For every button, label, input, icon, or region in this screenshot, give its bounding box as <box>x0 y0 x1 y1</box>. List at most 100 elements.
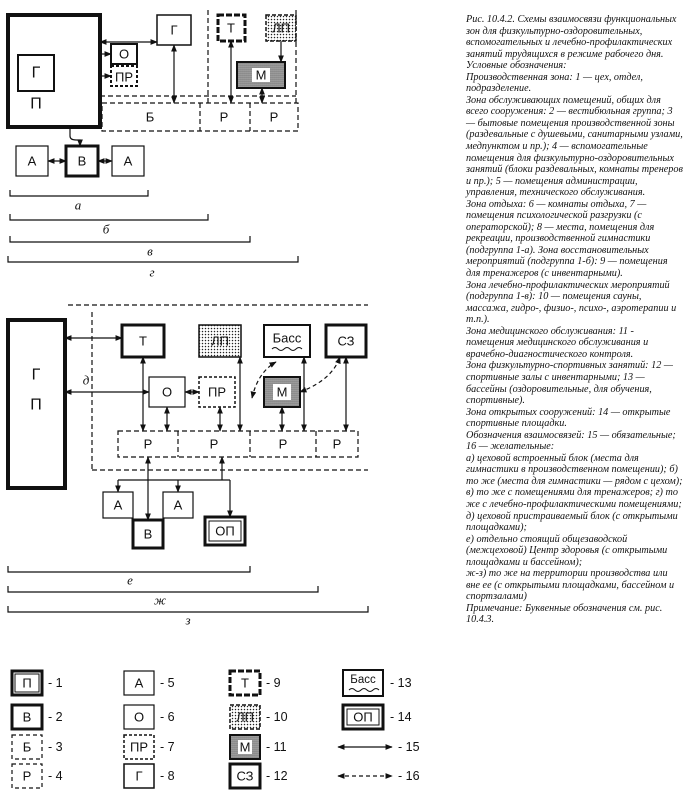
legend-label-10: ЛП <box>236 710 254 725</box>
rest-label-lower: О <box>162 385 172 400</box>
caption-para-sport: Зона физкультурно-спортивных занятий: 12… <box>466 360 673 407</box>
brace-label-b: б <box>103 222 110 237</box>
aux-label-upper-2: Р <box>270 110 279 125</box>
zone-diagram: Г П О ПР Г Т ЛП М Б Р Р <box>6 10 420 790</box>
relief-label-upper: ПР <box>115 70 133 85</box>
caption-note: Примечание: Буквенные обозначения см. ри… <box>466 602 663 626</box>
caption-para-medical: Зона медицинского обслуживания: 11 - пом… <box>466 325 649 360</box>
caption-para-variants-a: а) цеховой встроенный блок (места для ги… <box>466 452 683 534</box>
legend-swatch-12 <box>228 762 262 790</box>
caption-para-treatment: Зона лечебно-профилактических мероприяти… <box>466 279 677 326</box>
admin-label-lower-2: А <box>174 498 183 513</box>
legend-num-13: - 13 <box>390 676 412 690</box>
legend-swatch-9 <box>228 669 262 697</box>
figure-caption: Рис. 10.4.2. Схемы взаимосвязи функциона… <box>466 14 684 626</box>
gym-box-upper <box>17 54 55 92</box>
medical-label-upper: М <box>256 68 267 83</box>
caption-para-production: Производственная зона: 1 — цех, отдел, п… <box>466 71 643 95</box>
legend-label-6: О <box>134 710 144 725</box>
rest-label-upper: О <box>119 47 129 62</box>
gym-label-top: Г <box>170 23 177 38</box>
lower-scheme: Г П д Т ЛП Басс СЗ О ПР М <box>6 304 369 628</box>
upper-scheme: Г П О ПР Г Т ЛП М Б Р Р <box>6 10 299 280</box>
domestic-label-upper: Б <box>146 110 155 125</box>
legend-num-3: - 3 <box>48 740 63 754</box>
gym-label-upper: Г <box>32 65 41 82</box>
legend-label-1: П <box>22 676 31 691</box>
lp-box-lower <box>198 324 242 358</box>
admin-label-lower-1: А <box>114 498 123 513</box>
production-block-lower <box>6 318 67 490</box>
legend: П - 1 В - 2 Б - 3 Р - 4 А - 5 О - 6 ПР -… <box>10 669 420 790</box>
legend-swatch-14 <box>341 703 385 731</box>
legend-num-16: - 16 <box>398 769 420 783</box>
legend-label-9: Т <box>241 676 249 691</box>
legend-num-6: - 6 <box>160 710 175 724</box>
aux-label-lower-2: Р <box>210 437 219 452</box>
gym-label-lower: Г <box>32 367 41 384</box>
trainer-label-lower: Т <box>139 334 147 349</box>
caption-para-variants-zh: ж-з) то же на территории производства ил… <box>466 568 675 603</box>
legend-label-3: Б <box>23 740 32 755</box>
lobby-label-upper: В <box>78 154 87 169</box>
legend-num-7: - 7 <box>160 740 175 754</box>
legend-num-10: - 10 <box>266 710 288 724</box>
legend-num-1: - 1 <box>48 676 63 690</box>
caption-para-rest: Зона отдыха: 6 — комнаты отдыха, 7 — пом… <box>466 198 668 280</box>
caption-para-open: Зона открытых сооружений: 14 — открытые … <box>466 406 671 430</box>
legend-swatch-10 <box>229 704 261 730</box>
legend-swatch-3 <box>11 734 43 760</box>
legend-swatch-4 <box>11 763 43 789</box>
aux-label-lower-1: Р <box>144 437 153 452</box>
legend-num-12: - 12 <box>266 769 288 783</box>
legend-num-15: - 15 <box>398 740 420 754</box>
legend-swatch-5 <box>123 670 155 696</box>
brace-label-a: а <box>75 198 82 213</box>
production-block-upper <box>6 13 102 129</box>
legend-swatch-2 <box>10 703 44 731</box>
sportshall-label-lower: СЗ <box>337 334 354 349</box>
production-label-lower: П <box>30 397 42 414</box>
brace-label-e: е <box>127 573 133 588</box>
open-area-label-lower: ОП <box>215 524 234 539</box>
legend-label-12: СЗ <box>236 769 253 784</box>
legend-num-9: - 9 <box>266 676 281 690</box>
legend-swatch-6 <box>123 704 155 730</box>
open-area-box-lower <box>203 515 247 547</box>
admin-label-upper-1: А <box>28 154 37 169</box>
legend-num-8: - 8 <box>160 769 175 783</box>
aux-label-lower-4: Р <box>333 437 342 452</box>
caption-title: Рис. 10.4.2. Схемы взаимосвязи функциона… <box>466 14 677 60</box>
brace-label-g: г <box>149 265 154 280</box>
aux-label-lower-3: Р <box>279 437 288 452</box>
legend-label-5: А <box>135 676 144 691</box>
relief-label-lower: ПР <box>208 385 226 400</box>
pool-box-lower <box>263 324 311 358</box>
caption-para-service: Зона обслуживающих помещений, общих для … <box>466 94 683 199</box>
medical-label-lower: М <box>277 385 288 400</box>
pool-label-lower: Басс <box>273 331 302 346</box>
caption-legend-heading: Условные обозначения: <box>466 60 567 72</box>
caption-para-links: Обозначения взаимосвязей: 15 — обязатель… <box>466 429 676 453</box>
legend-label-13: Басс <box>350 674 376 686</box>
brace-label-v: в <box>147 244 153 259</box>
lp-label-lower: ЛП <box>211 334 229 349</box>
legend-num-11: - 11 <box>266 740 287 754</box>
brace-label-d: д <box>83 373 90 388</box>
legend-swatch-13 <box>342 669 384 697</box>
brace-label-zh: ж <box>154 593 166 608</box>
legend-label-4: Р <box>23 769 32 784</box>
legend-label-7: ПР <box>130 740 148 755</box>
legend-label-8: Г <box>135 769 142 784</box>
legend-swatch-7 <box>123 734 155 760</box>
legend-swatch-8 <box>123 763 155 789</box>
caption-para-variants-e: е) отдельно стоящий общезаводской (межце… <box>466 533 668 568</box>
trainer-label-upper: Т <box>227 21 235 36</box>
legend-num-5: - 5 <box>160 676 175 690</box>
production-label-upper: П <box>30 96 42 113</box>
legend-num-2: - 2 <box>48 710 63 724</box>
legend-label-14: ОП <box>353 710 372 725</box>
lp-label-upper: ЛП <box>272 21 290 36</box>
aux-strip-lower <box>117 430 359 458</box>
admin-label-upper-2: А <box>124 154 133 169</box>
